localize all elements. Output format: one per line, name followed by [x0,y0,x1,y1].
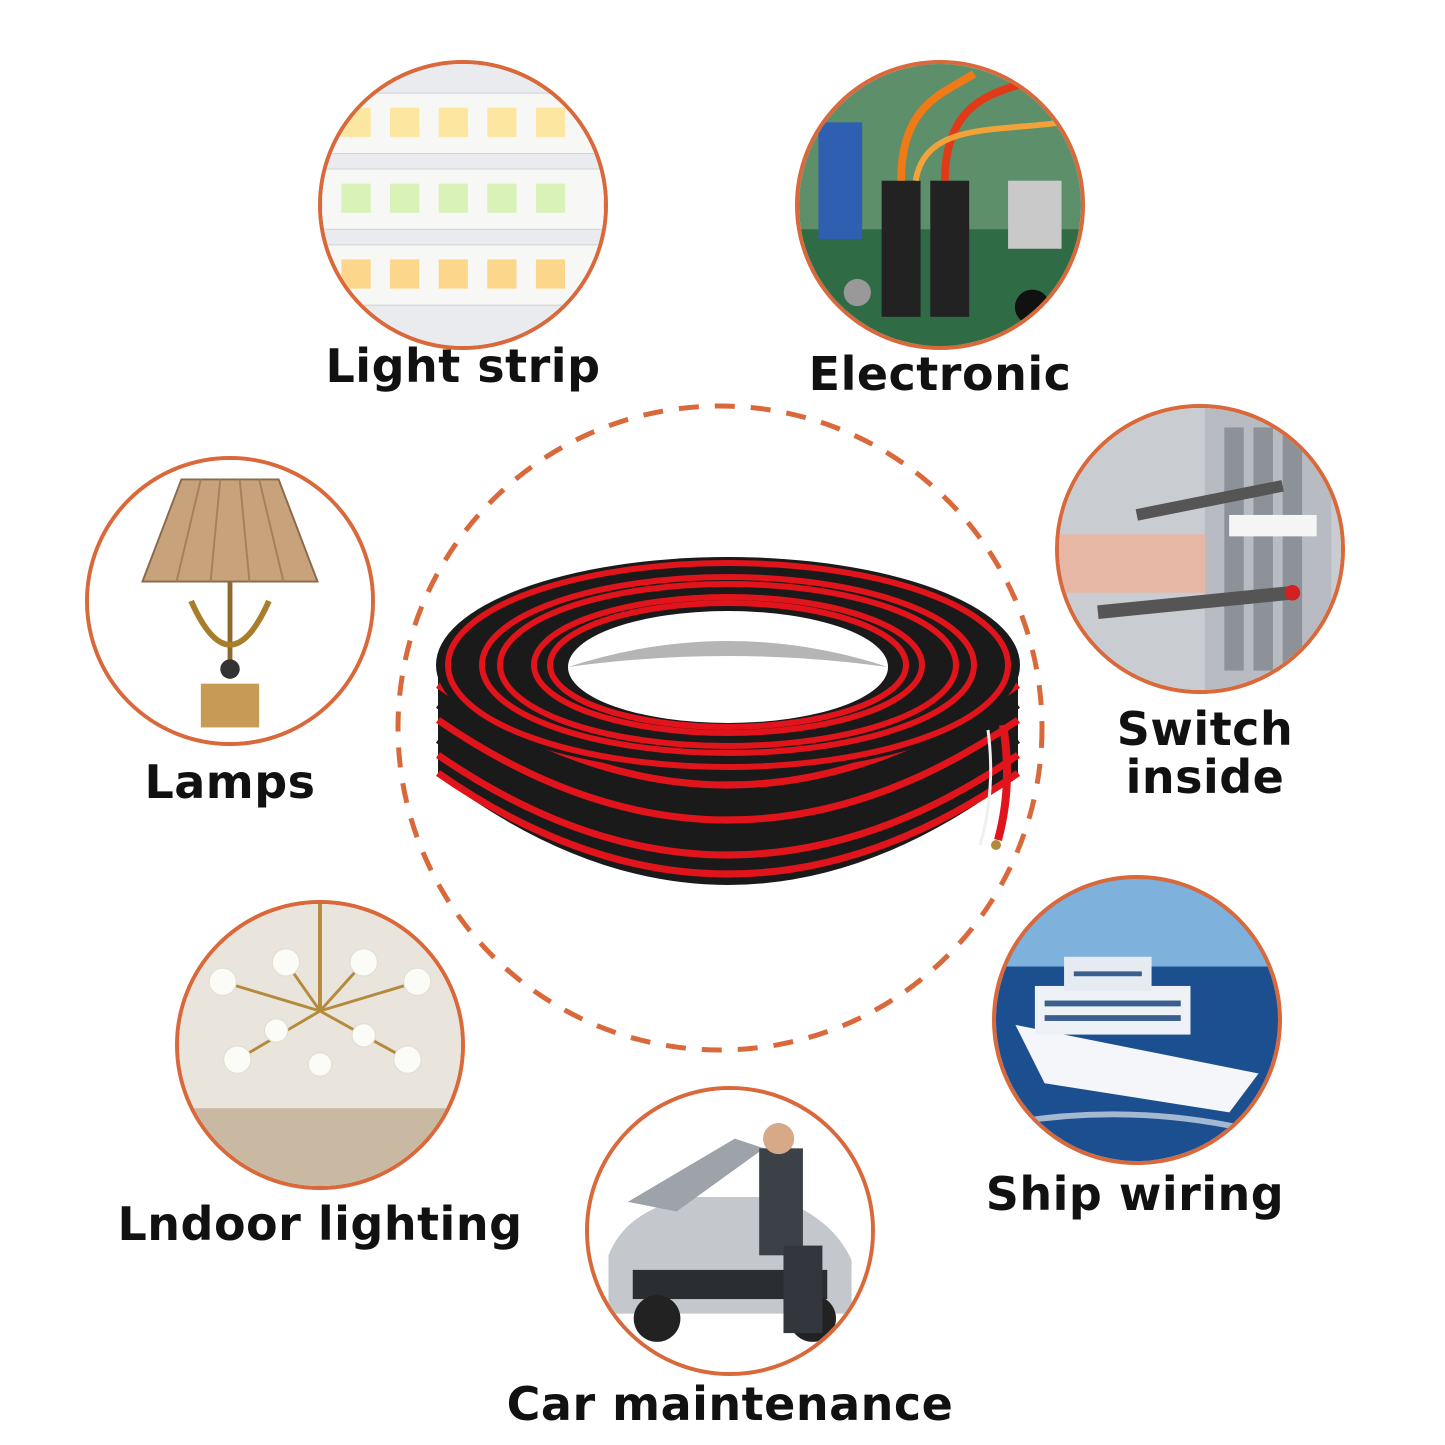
label-lamps: Lamps [144,755,316,809]
electronic-photo [795,60,1085,350]
lamps-photo [85,456,375,746]
car-repair-icon [589,1090,871,1372]
circuit-board-icon [799,64,1081,346]
table-lamp-icon [89,460,371,742]
label-switch-inside-line1: Switch [1116,702,1294,756]
center-dashed-ring [395,403,1045,1053]
car-maintenance-photo [585,1086,875,1376]
label-car-maintenance: Car maintenance [506,1377,954,1431]
label-electronic: Electronic [808,347,1072,401]
ship-wiring-photo [992,875,1282,1165]
wire-coil-icon [436,557,1020,885]
label-indoor-lighting: Lndoor lighting [117,1197,523,1251]
label-light-strip: Light strip [325,339,601,393]
light-strip-photo [318,60,608,350]
led-strip-icon [322,64,604,346]
label-switch-inside: Switch inside [1090,705,1320,802]
label-switch-inside-line2: inside [1125,750,1285,805]
switch-inside-photo [1055,404,1345,694]
label-ship-wiring: Ship wiring [985,1167,1285,1221]
terminal-block-icon [1059,408,1341,690]
